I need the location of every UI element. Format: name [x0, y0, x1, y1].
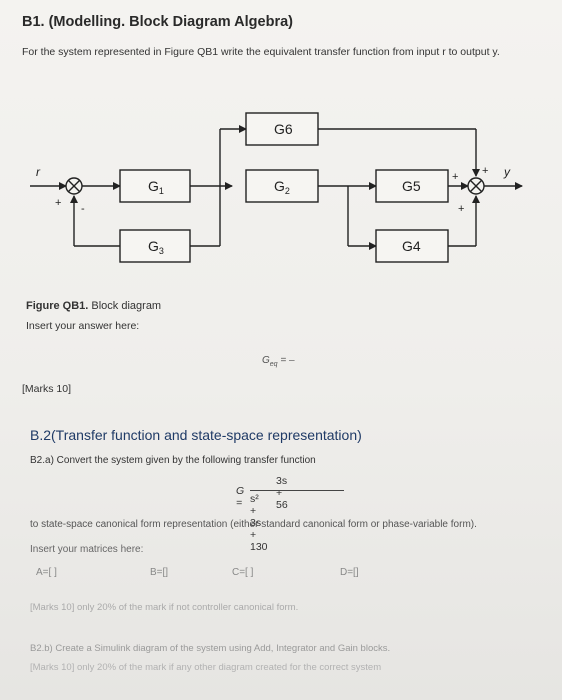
block-g6: [245, 112, 319, 146]
answer-equation-field[interactable]: Geq = –: [262, 355, 295, 368]
matrices-prompt-label: Insert your matrices here:: [30, 544, 144, 555]
matrix-d-field[interactable]: D=[]: [340, 567, 359, 578]
marks-b1: [Marks 10]: [22, 383, 72, 395]
figure-caption: Figure QB1. Block diagram: [26, 300, 162, 312]
marks-b2a: [Marks 10] only 20% of the mark if not c…: [30, 602, 299, 613]
matrix-b-field[interactable]: B=[]: [150, 567, 169, 578]
question-b1-prompt: For the system represented in Figure QB1…: [22, 46, 500, 58]
marks-b2b: [Marks 10] only 20% of the mark if any o…: [30, 662, 382, 673]
question-b1-title: B1. (Modelling. Block Diagram Algebra): [22, 14, 293, 30]
block-g5-label: G5: [402, 178, 421, 194]
matrix-a-field[interactable]: A=[ ]: [36, 567, 57, 578]
block-g1-label: G1: [148, 178, 164, 196]
block-g3-label: G3: [148, 238, 164, 256]
block-diagram: G1 G6 G2 G3 G5 G4 r y + - + + +: [30, 112, 523, 263]
sum2-bottom-plus-sign: +: [458, 203, 464, 215]
tf-denominator: s² + 3s + 130: [250, 493, 268, 553]
question-b2b-prompt: B2.b) Create a Simulink diagram of the s…: [30, 643, 391, 654]
block-g2-label: G2: [274, 178, 290, 196]
sum1-minus-sign: -: [81, 203, 85, 215]
block-g6-label: G6: [274, 121, 293, 137]
block-g5: [375, 169, 449, 203]
output-y-label: y: [503, 165, 511, 179]
question-b2a-prompt: B2.a) Convert the system given by the fo…: [30, 455, 316, 466]
state-space-instruction: to state-space canonical form representa…: [30, 519, 477, 530]
block-g1: [119, 169, 191, 203]
block-g4: [375, 229, 449, 263]
sum1-plus-sign: +: [55, 197, 61, 209]
input-r-label: r: [36, 165, 41, 179]
block-g4-label: G4: [402, 238, 421, 254]
sum2-left-plus-sign: +: [482, 165, 488, 177]
answer-prompt-label: Insert your answer here:: [26, 320, 140, 332]
question-b2-title: B.2(Transfer function and state-space re…: [30, 427, 362, 443]
tf-numerator: 3s + 56: [276, 475, 288, 511]
block-g3: [119, 229, 191, 263]
block-g2: [245, 169, 319, 203]
tf-lhs: G =: [236, 485, 245, 509]
matrix-c-field[interactable]: C=[ ]: [232, 567, 254, 578]
sum2-top-plus-sign: +: [452, 171, 458, 183]
tf-fraction-bar: [250, 490, 344, 491]
